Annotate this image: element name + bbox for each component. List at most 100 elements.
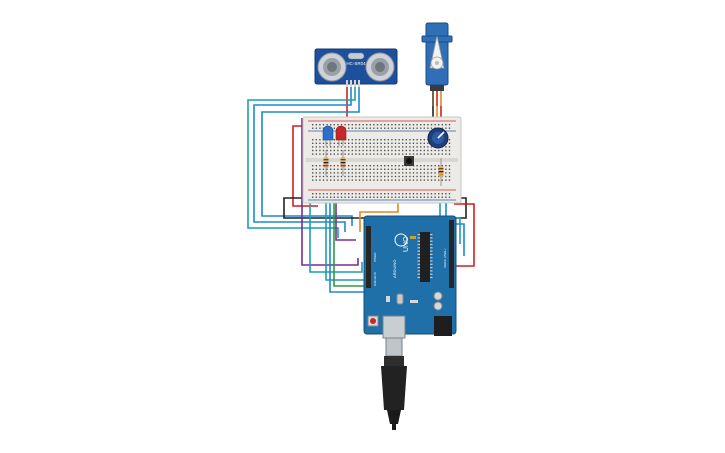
breadboard-hole	[366, 142, 368, 144]
breadboard-hole	[441, 165, 443, 167]
breadboard-hole	[330, 179, 332, 181]
breadboard-hole	[337, 146, 339, 148]
breadboard-hole	[315, 142, 317, 144]
breadboard-hole	[326, 168, 328, 170]
breadboard-hole	[340, 179, 343, 181]
breadboard-hole	[315, 124, 317, 126]
breadboard-hole	[402, 139, 404, 141]
breadboard-hole	[409, 146, 411, 148]
breadboard-hole	[373, 196, 375, 198]
breadboard-hole	[340, 168, 343, 170]
breadboard-hole	[416, 127, 418, 129]
led-blue-body	[322, 125, 334, 141]
arduino-uno[interactable]: UNO ARDUINO DIGITAL (PWM~) POWER ANALOG …	[363, 215, 457, 339]
breadboard-hole	[373, 146, 375, 148]
breadboard-hole	[448, 196, 451, 198]
breadboard-hole	[430, 149, 433, 152]
breadboard-hole	[351, 196, 353, 198]
ultrasonic-sensor[interactable]: HC-SR04	[314, 48, 398, 87]
servo-motor[interactable]	[421, 22, 453, 106]
breadboard-hole	[402, 127, 404, 129]
breadboard-hole	[376, 165, 379, 167]
breadboard-hole	[376, 149, 379, 152]
breadboard-hole	[376, 153, 379, 155]
breadboard-hole	[380, 175, 382, 178]
breadboard-hole	[369, 127, 371, 129]
breadboard-hole	[448, 146, 451, 148]
chip-pin	[430, 234, 433, 236]
chip-pin	[417, 260, 420, 262]
breadboard-hole	[398, 179, 400, 181]
breadboard-hole	[438, 149, 440, 152]
chip-pin	[430, 273, 433, 275]
breadboard-hole	[441, 193, 443, 195]
reset-button[interactable]	[370, 318, 376, 324]
breadboard-hole	[405, 172, 407, 174]
breadboard-hole	[312, 172, 314, 174]
breadboard-hole	[398, 175, 400, 178]
breadboard-hole	[312, 196, 314, 198]
breadboard-hole	[322, 179, 325, 181]
breadboard-hole	[402, 153, 404, 155]
breadboard-hole	[312, 165, 314, 167]
breadboard-hole	[366, 175, 368, 178]
sensor-pins	[346, 80, 360, 87]
breadboard-hole	[340, 124, 343, 126]
breadboard-hole	[348, 196, 350, 198]
breadboard-hole	[405, 127, 407, 129]
led-blue[interactable]	[322, 125, 334, 146]
breadboard-hole	[416, 193, 418, 195]
breadboard-hole	[315, 179, 317, 181]
potentiometer[interactable]	[427, 127, 449, 149]
breadboard-hole	[369, 172, 371, 174]
breadboard-hole	[412, 149, 415, 152]
breadboard-hole	[355, 149, 357, 152]
crystal-oscillator	[396, 293, 404, 305]
breadboard-hole	[412, 172, 415, 174]
breadboard-hole	[312, 124, 314, 126]
power-header	[366, 226, 371, 288]
breadboard-hole	[355, 127, 357, 129]
breadboard-hole	[445, 127, 447, 129]
breadboard-hole	[380, 196, 382, 198]
breadboard-hole	[427, 146, 429, 148]
breadboard-hole	[337, 179, 339, 181]
push-button[interactable]	[404, 156, 414, 166]
breadboard-hole	[348, 149, 350, 152]
breadboard-hole	[344, 146, 346, 148]
breadboard-hole	[430, 179, 433, 181]
breadboard-hole	[362, 146, 364, 148]
breadboard-hole	[337, 196, 339, 198]
breadboard-hole	[326, 146, 328, 148]
breadboard-hole	[438, 179, 440, 181]
breadboard-hole	[351, 175, 353, 178]
breadboard-hole	[430, 168, 433, 170]
breadboard-hole	[333, 127, 335, 129]
breadboard-hole	[312, 139, 314, 141]
breadboard-hole	[409, 127, 411, 129]
breadboard-hole	[420, 149, 422, 152]
breadboard-hole	[355, 175, 357, 178]
breadboard-hole	[373, 153, 375, 155]
breadboard-hole	[348, 172, 350, 174]
breadboard-hole	[319, 175, 321, 178]
led-red[interactable]	[335, 125, 347, 146]
breadboard-hole	[319, 172, 321, 174]
breadboard-hole	[376, 193, 379, 195]
breadboard-hole	[315, 165, 317, 167]
chip-pin	[417, 276, 420, 279]
breadboard-hole	[380, 139, 382, 141]
breadboard-hole	[366, 149, 368, 152]
breadboard-hole	[312, 175, 314, 178]
breadboard-hole	[387, 175, 389, 178]
breadboard-hole	[380, 124, 382, 126]
microcontroller-chip	[420, 232, 430, 282]
breadboard-hole	[351, 165, 353, 167]
breadboard-hole	[337, 153, 339, 155]
chip-pin	[430, 276, 433, 279]
breadboard-hole	[319, 165, 321, 167]
breadboard-hole	[402, 165, 404, 167]
breadboard-hole	[409, 139, 411, 141]
breadboard-hole	[387, 193, 389, 195]
breadboard-hole	[416, 139, 418, 141]
